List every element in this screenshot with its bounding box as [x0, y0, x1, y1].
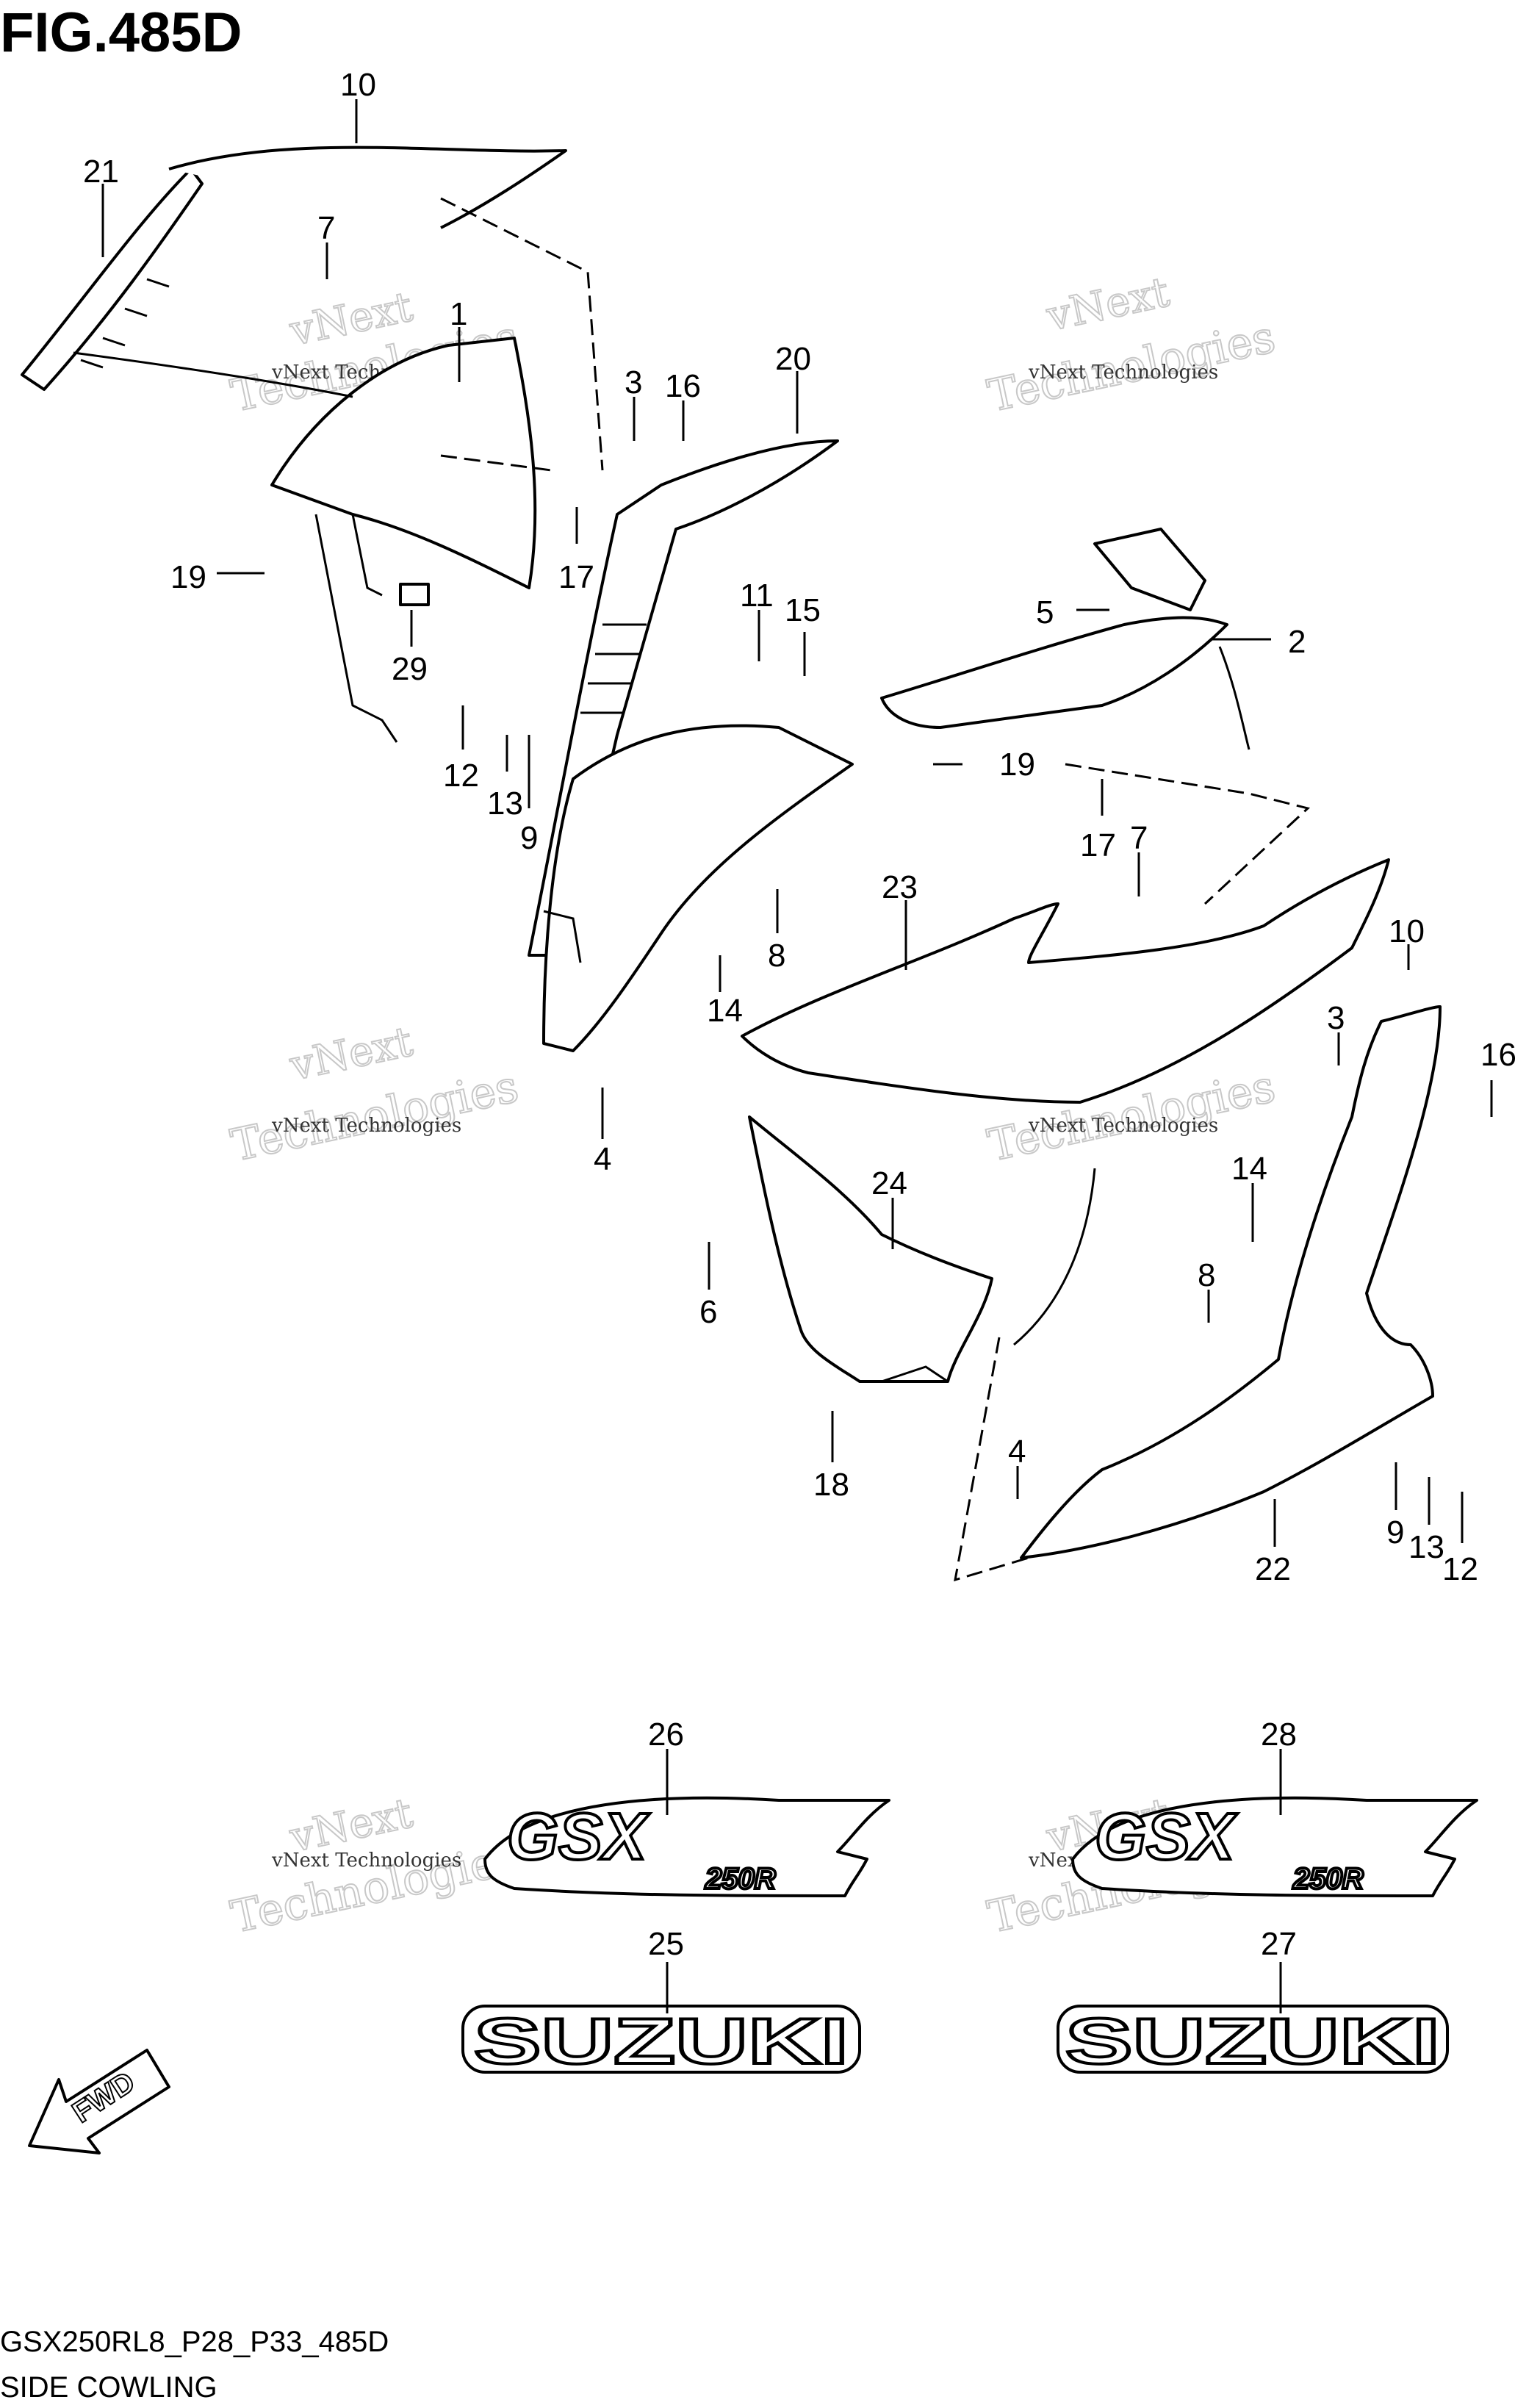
section-name: SIDE COWLING: [0, 2371, 217, 2404]
callout-4: 4: [1008, 1434, 1026, 1470]
watermark-line1: vNext: [285, 1018, 417, 1090]
callout-16: 16: [665, 368, 701, 404]
part-23-drawing: [741, 858, 1390, 1104]
figure-title: FIG.485D: [0, 1, 242, 64]
callout-11: 11: [740, 578, 774, 614]
emblem-gsx-sub-text: 250R: [1292, 1863, 1364, 1895]
callout-12: 12: [443, 758, 479, 794]
callout-10: 10: [1389, 913, 1425, 949]
emblem-gsx-sub-text: 250R: [705, 1863, 776, 1895]
callout-14: 14: [1231, 1151, 1267, 1187]
emblem-suzuki-text: SUZUKI: [474, 2005, 849, 2077]
callout-9: 9: [1386, 1514, 1404, 1550]
emblem-gsx-text: GSX: [507, 1800, 650, 1874]
callout-16: 16: [1480, 1037, 1515, 1073]
part-22-drawing: [954, 1005, 1442, 1582]
callout-8: 8: [1198, 1257, 1215, 1293]
part-27-emblem: SUZUKI: [1057, 2003, 1449, 2079]
callout-13: 13: [1408, 1529, 1444, 1565]
lower-front-cowl-drawing: [542, 724, 854, 1052]
callout-27: 27: [1261, 1926, 1297, 1962]
callout-1: 1: [450, 296, 467, 332]
callout-2: 2: [1288, 624, 1306, 660]
callout-7: 7: [1130, 820, 1148, 856]
part-24-drawing: [748, 1115, 993, 1383]
callout-22: 22: [1255, 1551, 1291, 1587]
watermark-small: vNext Technologies: [271, 1115, 461, 1137]
callout-18: 18: [813, 1467, 849, 1503]
callout-20: 20: [775, 341, 811, 377]
callout-17: 17: [1080, 827, 1116, 863]
callout-17: 17: [558, 559, 594, 595]
callout-3: 3: [1327, 1000, 1345, 1036]
emblem-suzuki-text: SUZUKI: [1065, 2005, 1440, 2077]
callout-29: 29: [392, 651, 428, 687]
watermark-bottom-left: vNext Technologies vNext Technologies: [226, 1789, 524, 1944]
part-28-emblem: GSX 250R: [1071, 1796, 1478, 1897]
callout-8: 8: [768, 938, 785, 974]
watermark-small: vNext Technologies: [1028, 1115, 1218, 1137]
callout-28: 28: [1261, 1717, 1297, 1753]
callout-5: 5: [1036, 594, 1054, 630]
callout-15: 15: [785, 592, 821, 628]
part-21-drawing: [21, 145, 567, 391]
callout-19: 19: [170, 559, 206, 595]
callout-3: 3: [625, 364, 642, 400]
part-29-drawing: [399, 583, 430, 606]
upper-cowl-drawing: [73, 197, 604, 743]
callout-21: 21: [83, 154, 119, 190]
watermark-small: vNext Technologies: [1028, 362, 1218, 384]
model-code: GSX250RL8_P28_P33_485D: [0, 2326, 389, 2358]
callout-14: 14: [707, 993, 743, 1029]
callout-23: 23: [882, 869, 918, 905]
callout-24: 24: [871, 1165, 907, 1201]
callout-13: 13: [487, 786, 523, 822]
callout-9: 9: [520, 820, 538, 856]
fwd-arrow: FWD: [28, 2049, 170, 2154]
watermark-small: vNext Technologies: [271, 1850, 461, 1872]
callout-25: 25: [648, 1926, 684, 1962]
watermark-top-right: vNext Technologies vNext Technologies: [983, 267, 1281, 423]
watermark-line1: vNext: [1042, 268, 1173, 341]
callout-labels: 10 21 7 1 3 16 20 19 17 29 11 15 5 2 12 …: [83, 67, 1515, 1962]
callout-6: 6: [699, 1294, 717, 1330]
callout-26: 26: [648, 1717, 684, 1753]
callout-4: 4: [594, 1141, 611, 1177]
callout-19: 19: [999, 747, 1035, 783]
callout-7: 7: [317, 210, 335, 246]
part-26-emblem: GSX 250R: [483, 1796, 890, 1897]
leader-lines: [101, 99, 1493, 2013]
watermark-mid-left: vNext Technologies vNext Technologies: [226, 1017, 524, 1173]
callout-12: 12: [1442, 1551, 1478, 1587]
part-2-drawing: [880, 528, 1311, 905]
part-25-emblem: SUZUKI: [461, 2003, 861, 2079]
callout-10: 10: [340, 67, 376, 103]
emblem-gsx-text: GSX: [1095, 1800, 1238, 1874]
